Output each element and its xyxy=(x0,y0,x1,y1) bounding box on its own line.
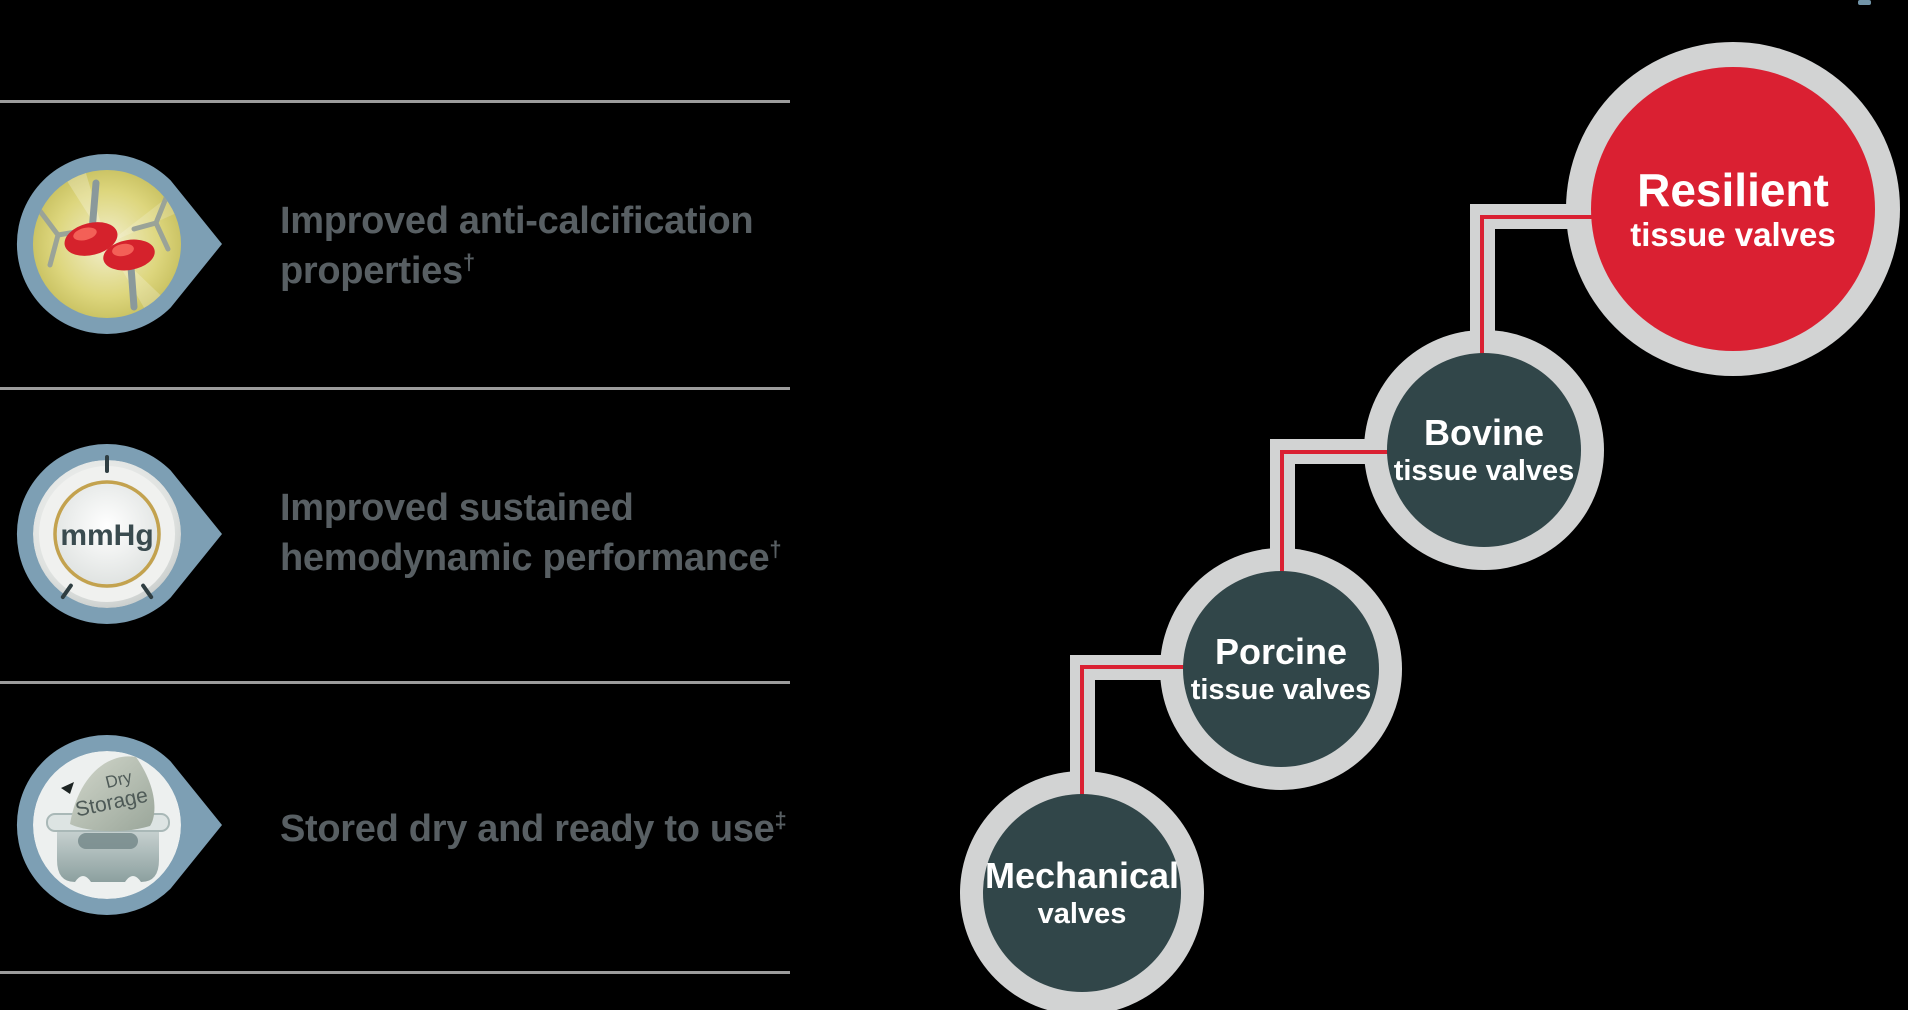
connector-red-line xyxy=(1080,665,1084,805)
node-title: Mechanical xyxy=(984,855,1180,896)
node-mechanical: Mechanical valves xyxy=(983,794,1181,992)
benefit-line: Stored dry and ready to use xyxy=(280,808,775,850)
benefit-text-hemodynamic: Improved sustained hemodynamic performan… xyxy=(280,483,782,583)
dry-storage-icon: Dry Storage xyxy=(16,735,223,915)
node-resilient: Resilient tissue valves xyxy=(1591,67,1875,351)
benefit-line: Improved sustained xyxy=(280,487,634,529)
divider-line xyxy=(0,681,790,684)
footnote-marker: † xyxy=(769,536,782,562)
node-title: Resilient xyxy=(1637,164,1829,216)
footnote-marker: † xyxy=(462,249,475,275)
node-bovine: Bovine tissue valves xyxy=(1387,353,1581,547)
node-subtitle: valves xyxy=(1037,898,1127,930)
node-porcine: Porcine tissue valves xyxy=(1183,571,1379,767)
node-subtitle: tissue valves xyxy=(1630,216,1836,253)
connector-red-line xyxy=(1280,450,1284,580)
anti-calcification-icon xyxy=(16,154,223,334)
benefit-text-anti-calcification: Improved anti-calcification properties† xyxy=(280,196,754,296)
benefit-line: properties xyxy=(280,250,463,292)
divider-line xyxy=(0,100,790,103)
footnote-marker: ‡ xyxy=(774,807,787,833)
benefit-line: hemodynamic performance xyxy=(280,537,770,579)
connector-red-line xyxy=(1480,215,1600,219)
benefit-line: Improved anti-calcification xyxy=(280,200,754,242)
divider-line xyxy=(0,971,790,974)
gauge-unit-label: mmHg xyxy=(60,519,153,552)
node-title: Porcine xyxy=(1214,631,1348,672)
node-subtitle: tissue valves xyxy=(1190,674,1372,706)
cropped-edge-artifact xyxy=(1858,0,1871,5)
connector-red-line xyxy=(1480,215,1484,360)
connector-red-line xyxy=(1080,665,1195,669)
node-title: Bovine xyxy=(1423,412,1545,453)
connector-red-line xyxy=(1280,450,1395,454)
benefit-text-dry-storage: Stored dry and ready to use‡ xyxy=(280,804,787,854)
node-subtitle: tissue valves xyxy=(1393,455,1575,487)
hemodynamic-gauge-icon: mmHg xyxy=(16,444,223,624)
divider-line xyxy=(0,387,790,390)
